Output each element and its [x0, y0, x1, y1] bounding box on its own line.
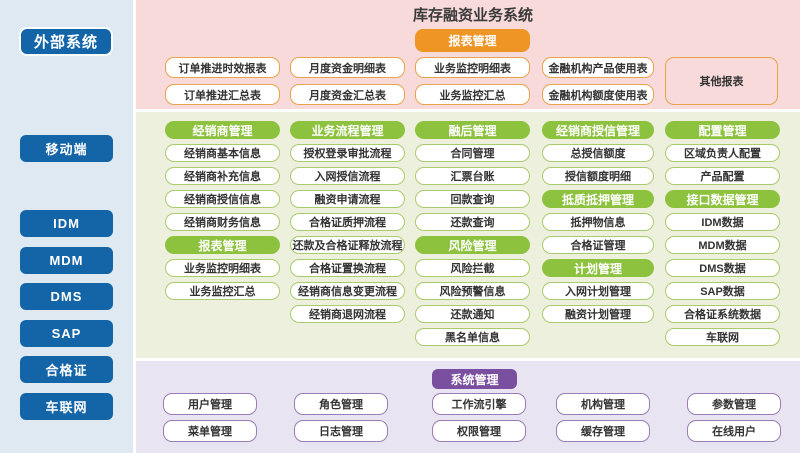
module-header: 计划管理 — [542, 259, 654, 277]
sidebar-item-mdm: MDM — [20, 247, 113, 274]
module-item: 还款查询 — [415, 213, 530, 231]
system-box: 工作流引擎 — [432, 393, 526, 415]
report-box: 金融机构产品使用表 — [542, 57, 654, 78]
module-header: 配置管理 — [665, 121, 780, 139]
module-item: 融资计划管理 — [542, 305, 654, 323]
system-box: 用户管理 — [163, 393, 257, 415]
system-management-section: 系统管理 用户管理 角色管理 工作流引擎 机构管理 参数管理 菜单管理 日志管理… — [136, 361, 800, 453]
module-item: 总授信额度 — [542, 144, 654, 162]
module-item: DMS数据 — [665, 259, 780, 277]
module-item: 还款通知 — [415, 305, 530, 323]
module-header: 经销商授信管理 — [542, 121, 654, 139]
system-box: 角色管理 — [294, 393, 388, 415]
module-item: 入网授信流程 — [290, 167, 405, 185]
module-item: 黑名单信息 — [415, 328, 530, 346]
module-item: 授权登录审批流程 — [290, 144, 405, 162]
module-item: MDM数据 — [665, 236, 780, 254]
module-item: 合格证质押流程 — [290, 213, 405, 231]
module-item: 风险预警信息 — [415, 282, 530, 300]
report-management-header: 报表管理 — [415, 29, 530, 52]
system-management-header: 系统管理 — [432, 369, 517, 389]
report-management-section: 库存融资业务系统 报表管理 订单推进时效报表 月度资金明细表 业务监控明细表 金… — [136, 0, 800, 109]
report-box-other: 其他报表 — [665, 57, 778, 105]
module-item: 业务监控明细表 — [165, 259, 280, 277]
module-item: 融资申请流程 — [290, 190, 405, 208]
module-header: 风险管理 — [415, 236, 530, 254]
module-header: 报表管理 — [165, 236, 280, 254]
module-item: 区域负责人配置 — [665, 144, 780, 162]
module-item: 入网计划管理 — [542, 282, 654, 300]
system-box: 参数管理 — [687, 393, 781, 415]
system-box: 机构管理 — [556, 393, 650, 415]
module-item: 风险拦截 — [415, 259, 530, 277]
module-item: 产品配置 — [665, 167, 780, 185]
system-box: 权限管理 — [432, 420, 526, 442]
module-item: 车联网 — [665, 328, 780, 346]
module-item: 授信额度明细 — [542, 167, 654, 185]
report-box: 业务监控明细表 — [415, 57, 530, 78]
module-item: 抵押物信息 — [542, 213, 654, 231]
module-column-postloan: 融后管理 合同管理 汇票台账 回款查询 还款查询 风险管理 风险拦截 风险预警信… — [415, 121, 530, 346]
module-item: 经销商退网流程 — [290, 305, 405, 323]
report-box: 金融机构额度使用表 — [542, 84, 654, 105]
sidebar-item-certificate: 合格证 — [20, 356, 113, 383]
report-box: 月度资金明细表 — [290, 57, 405, 78]
page-title: 库存融资业务系统 — [412, 6, 533, 24]
sidebar-item-dms: DMS — [20, 283, 113, 310]
module-item: 合格证管理 — [542, 236, 654, 254]
sidebar-item-sap: SAP — [20, 320, 113, 347]
module-item: 还款及合格证释放流程 — [290, 236, 405, 254]
report-box: 订单推进时效报表 — [165, 57, 280, 78]
module-item: 经销商授信信息 — [165, 190, 280, 208]
module-item: 经销商基本信息 — [165, 144, 280, 162]
external-systems-header: 外部系统 — [19, 27, 113, 56]
sidebar-item-mobile: 移动端 — [20, 135, 113, 162]
module-column-workflow: 业务流程管理 授权登录审批流程 入网授信流程 融资申请流程 合格证质押流程 还款… — [290, 121, 405, 323]
external-systems-panel: 外部系统 移动端 IDM MDM DMS SAP 合格证 车联网 — [0, 0, 133, 453]
module-item: SAP数据 — [665, 282, 780, 300]
module-column-credit: 经销商授信管理 总授信额度 授信额度明细 抵质抵押管理 抵押物信息 合格证管理 … — [542, 121, 654, 323]
module-item: 经销商补充信息 — [165, 167, 280, 185]
module-item: 合格证系统数据 — [665, 305, 780, 323]
module-item: 回款查询 — [415, 190, 530, 208]
system-box: 日志管理 — [294, 420, 388, 442]
module-item: 业务监控汇总 — [165, 282, 280, 300]
core-modules-section: 经销商管理 经销商基本信息 经销商补充信息 经销商授信信息 经销商财务信息 报表… — [136, 112, 800, 358]
report-box: 业务监控汇总 — [415, 84, 530, 105]
module-header: 融后管理 — [415, 121, 530, 139]
module-header: 业务流程管理 — [290, 121, 405, 139]
module-header: 抵质抵押管理 — [542, 190, 654, 208]
module-column-dealer: 经销商管理 经销商基本信息 经销商补充信息 经销商授信信息 经销商财务信息 报表… — [165, 121, 280, 300]
module-item: 经销商信息变更流程 — [290, 282, 405, 300]
module-column-config: 配置管理 区域负责人配置 产品配置 接口数据管理 IDM数据 MDM数据 DMS… — [665, 121, 780, 346]
module-header: 经销商管理 — [165, 121, 280, 139]
report-box: 订单推进汇总表 — [165, 84, 280, 105]
module-item: 经销商财务信息 — [165, 213, 280, 231]
module-item: 合同管理 — [415, 144, 530, 162]
report-box: 月度资金汇总表 — [290, 84, 405, 105]
sidebar-item-idm: IDM — [20, 210, 113, 237]
system-box: 在线用户 — [687, 420, 781, 442]
module-item: IDM数据 — [665, 213, 780, 231]
module-item: 汇票台账 — [415, 167, 530, 185]
system-box: 缓存管理 — [556, 420, 650, 442]
system-box: 菜单管理 — [163, 420, 257, 442]
module-header: 接口数据管理 — [665, 190, 780, 208]
sidebar-item-telematics: 车联网 — [20, 393, 113, 420]
module-item: 合格证置换流程 — [290, 259, 405, 277]
